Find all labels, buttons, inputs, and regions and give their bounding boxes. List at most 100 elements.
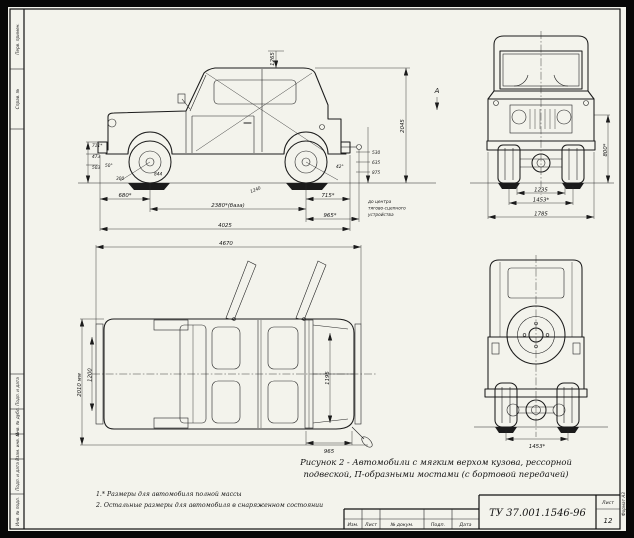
mirror-icon — [361, 436, 373, 448]
open-door — [295, 260, 327, 321]
sheet-label: Лист — [601, 500, 614, 506]
wheel-housing — [153, 319, 189, 331]
format-label: Формат А3 — [621, 492, 626, 516]
ground-hatch — [128, 183, 170, 190]
tb-header-podp: Подп. — [431, 522, 445, 528]
margin-label: Взам. инв. № — [15, 432, 20, 461]
margin-label: Подп. и дата — [15, 377, 20, 406]
rear-bumper — [340, 141, 351, 154]
dim-spring-track: 1235 — [534, 188, 548, 194]
dim-rear-track: 1453* — [529, 444, 546, 450]
dim-h711: 711* — [92, 143, 103, 149]
tb-header-data: Дата — [458, 522, 471, 528]
taillight-icon — [491, 342, 500, 355]
side-view-drawing: 2045 1265 711* 473 503 300 844 50° 42° 1… — [78, 50, 440, 232]
wheel-housing — [153, 417, 189, 429]
ground-hatch — [286, 183, 328, 190]
leader-line — [205, 72, 325, 152]
dim-overall-length: 4025 — [218, 223, 232, 229]
taillight-icon — [572, 342, 581, 355]
dim-overall-length-doors: 4670 — [219, 241, 233, 247]
dim-w1200: 1200 — [88, 368, 94, 382]
wiper-icon — [513, 74, 529, 87]
canvas-top — [493, 35, 589, 92]
dim-diag: 1240 — [249, 185, 262, 195]
dim-front-overhang: 680* — [119, 193, 132, 199]
dim-overall-height: 2045 — [400, 119, 406, 133]
tb-header-list: Лист — [364, 522, 377, 528]
sheet-number: 12 — [604, 517, 613, 525]
margin-label: Перв. примен. — [15, 23, 20, 54]
note-1: 1.* Размеры для автомобиля полной массы — [96, 491, 242, 498]
tb-header-dokum: № докум. — [389, 522, 413, 528]
mirror-icon — [177, 93, 186, 104]
door-hinge — [232, 317, 236, 321]
top-view-drawing: 4670 2010 мм 1200 1195 965 — [77, 241, 376, 455]
rear-right-wheel — [556, 382, 580, 428]
mirror-arm — [351, 426, 365, 440]
dim-h300: 300 — [116, 176, 124, 182]
tow-hitch-eye — [356, 144, 362, 150]
headlight-icon — [556, 109, 572, 125]
front-seat — [267, 380, 299, 424]
front-view-drawing: 1235 1453* 1785 800* — [470, 31, 614, 220]
portal-gear — [552, 403, 566, 417]
dim-overall-width: 1785 — [534, 212, 548, 218]
tow-note-line2: тягово-сцепного — [368, 207, 406, 212]
dim-width-mirrors: 2010 мм — [77, 373, 83, 397]
front-left-wheel — [497, 144, 521, 184]
headlight-icon — [511, 109, 527, 125]
dim-angle-rear: 42° — [336, 164, 344, 170]
dim-rear-overhang: 715* — [322, 193, 335, 199]
marker-light-icon — [583, 100, 589, 106]
headlight-icon — [107, 118, 117, 128]
dim-h473: 473 — [92, 154, 100, 160]
dim-w965: 965 — [324, 449, 335, 455]
drawing-sheet-svg: Перв. примен. Справ. № Подп. и дата Инв.… — [9, 8, 626, 530]
rear-left-wheel — [494, 382, 518, 428]
dim-top-length: 1265 — [270, 52, 276, 66]
marker-light-icon — [493, 100, 499, 106]
door-hinge — [302, 317, 306, 321]
dim-w844: 844 — [154, 172, 162, 178]
underbody-line — [105, 131, 347, 155]
dim-track: 1453* — [533, 198, 550, 204]
view-arrow-label: А — [434, 87, 440, 95]
gost-frame: Перв. примен. Справ. № Подп. и дата Инв.… — [9, 8, 626, 530]
wiper-icon — [553, 74, 569, 87]
dim-angle-front: 50° — [105, 163, 113, 169]
figure-caption-line1: Рисунок 2 - Автомобили с мягким верхом к… — [299, 457, 572, 467]
margin-label: Справ. № — [15, 88, 20, 109]
title-block: Изм. Лист № докум. Подп. Дата ТУ 37.001.… — [343, 494, 620, 529]
rear-view-drawing: 1453* — [474, 255, 608, 450]
rear-seat — [211, 380, 241, 424]
body-outline — [107, 67, 342, 154]
leader-line — [195, 72, 313, 152]
side-window — [213, 79, 297, 105]
dim-h875: 875 — [372, 170, 380, 176]
tow-note-line1: до центра — [367, 200, 392, 205]
body-outline — [103, 318, 355, 430]
front-bumper — [97, 141, 108, 154]
margin-label: Инв. № подл. — [15, 497, 20, 526]
dim-h530: 530 — [372, 150, 380, 156]
rear-seat — [211, 326, 241, 370]
front-seat — [267, 326, 299, 370]
margin-label: Подп. и дата — [15, 462, 20, 491]
dim-h635: 635 — [372, 160, 380, 166]
document-number: ТУ 37.001.1546-96 — [489, 508, 586, 519]
tb-header-izm: Изм. — [347, 522, 358, 528]
note-2: 2. Остальные размеры для автомобиля в сн… — [95, 502, 323, 509]
front-right-wheel — [561, 144, 585, 184]
drawing-sheet: Перв. примен. Справ. № Подп. и дата Инв.… — [8, 7, 626, 531]
dim-w1195: 1195 — [325, 371, 331, 385]
figure-caption-line2: подвеской, П-образными мостами (с бортов… — [303, 469, 568, 479]
portal-gear — [506, 403, 520, 417]
fuel-cap-icon — [319, 124, 325, 130]
dim-h503: 503 — [92, 165, 100, 171]
windshield-line — [189, 74, 207, 112]
open-door — [225, 260, 257, 321]
canvas-top — [489, 259, 583, 338]
dim-rear-to-hitch: 965* — [324, 213, 337, 219]
